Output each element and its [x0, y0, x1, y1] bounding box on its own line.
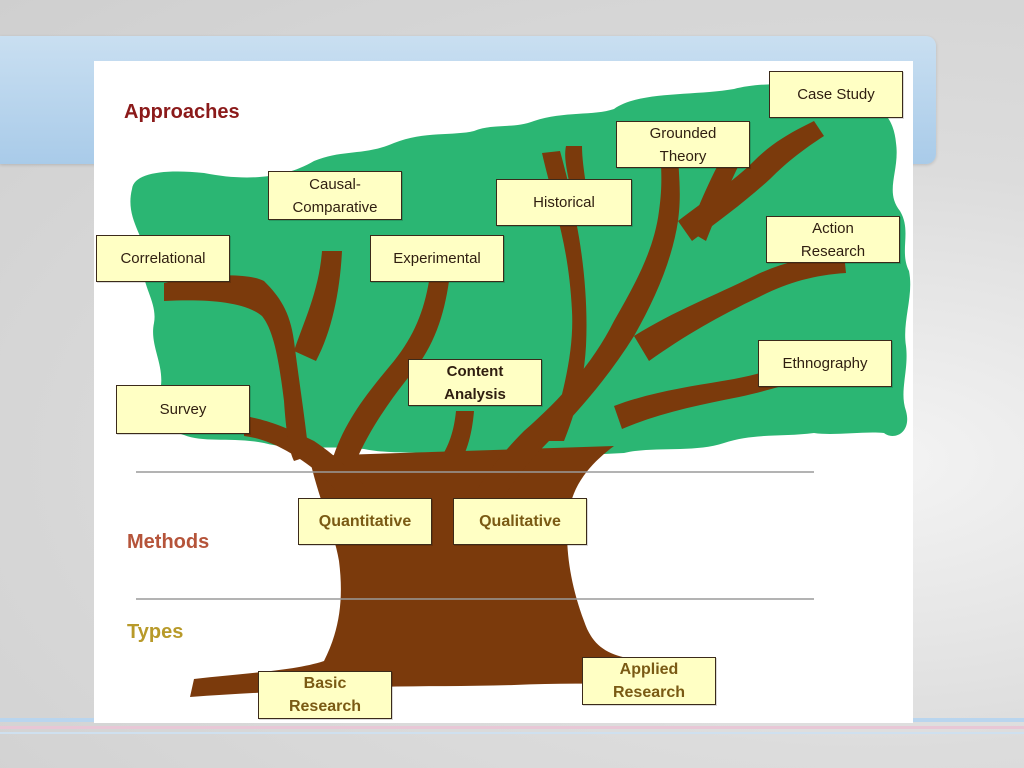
label-content-analysis: Content Analysis	[408, 359, 542, 406]
label-survey: Survey	[116, 385, 250, 434]
methods-heading: Methods	[127, 531, 210, 553]
types-heading: Types	[127, 621, 184, 643]
label-case-study: Case Study	[769, 71, 903, 118]
label-applied-research: Applied Research	[582, 657, 716, 705]
label-ethnography: Ethnography	[758, 340, 892, 387]
label-action-research: Action Research	[766, 216, 900, 263]
research-tree-diagram: Approaches Methods Types Case Study Grou…	[94, 61, 913, 723]
label-qualitative: Qualitative	[453, 498, 587, 545]
label-historical: Historical	[496, 179, 632, 226]
label-causal-comparative: Causal- Comparative	[268, 171, 402, 220]
label-basic-research: Basic Research	[258, 671, 392, 719]
label-correlational: Correlational	[96, 235, 230, 282]
label-experimental: Experimental	[370, 235, 504, 282]
label-quantitative: Quantitative	[298, 498, 432, 545]
approaches-heading: Approaches	[124, 101, 240, 123]
label-grounded-theory: Grounded Theory	[616, 121, 750, 168]
